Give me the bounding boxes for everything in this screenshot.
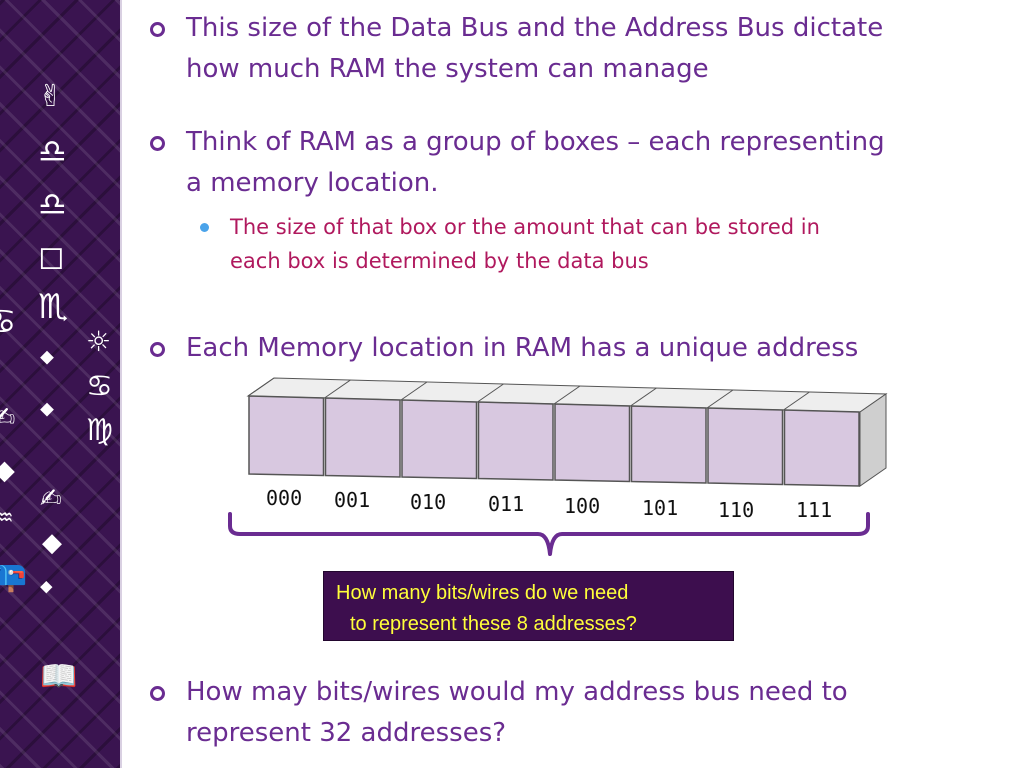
address-label: 001 bbox=[334, 488, 371, 512]
bullet-32-addresses: How may bits/wires would my address bus … bbox=[150, 672, 1010, 754]
question-line: to represent these 8 addresses? bbox=[350, 613, 637, 635]
writing-hand-icon: ✍ bbox=[40, 484, 62, 514]
memory-cell bbox=[477, 401, 554, 481]
memory-top-divider bbox=[630, 387, 657, 407]
memory-cell bbox=[401, 399, 478, 480]
cancer-icon: ♋ bbox=[0, 302, 17, 342]
memory-top-divider bbox=[324, 379, 351, 399]
bullet-line: represent 32 addresses? bbox=[186, 718, 507, 748]
sub-bullet-line: The size of that box or the amount that … bbox=[230, 215, 820, 239]
memory-top-divider bbox=[477, 383, 504, 403]
bullet-ram-boxes: Think of RAM as a group of boxes – each … bbox=[150, 122, 1010, 204]
square-icon: ◻ bbox=[38, 237, 65, 275]
sun-icon: ☼ bbox=[86, 325, 112, 358]
address-label: 010 bbox=[410, 490, 447, 514]
ring-bullet-icon bbox=[150, 342, 165, 357]
writing-hand-icon: ✍ bbox=[0, 401, 16, 434]
bullet-line: Each Memory location in RAM has a unique… bbox=[186, 333, 859, 363]
sub-bullet-box-size: The size of that box or the amount that … bbox=[200, 210, 980, 280]
memory-side-face bbox=[859, 393, 887, 487]
ring-bullet-icon bbox=[150, 22, 165, 37]
address-label: 110 bbox=[718, 498, 755, 522]
memory-cell bbox=[324, 397, 401, 478]
question-callout: How many bits/wires do we need to repres… bbox=[323, 571, 734, 641]
brace-path bbox=[228, 512, 870, 556]
address-label: 101 bbox=[642, 496, 679, 520]
bullet-unique-address: Each Memory location in RAM has a unique… bbox=[150, 328, 1010, 369]
cancer-icon: ♋ bbox=[86, 369, 113, 404]
diamond-small-icon: ⬥ bbox=[40, 576, 53, 597]
mailbox-icon: 📪 bbox=[0, 559, 28, 594]
address-labels: 000 001 010 011 100 101 110 111 bbox=[250, 482, 870, 522]
decorative-sidebar: ✌ ♎ ♎ ◻ ♏ ♋ ☼ ♋ ♍ ⬥ ⬥ ✍ ⬥ ✍ ◆ ♒ ⬥ 📪 📖 bbox=[0, 0, 120, 768]
address-label: 011 bbox=[488, 492, 525, 516]
address-label: 100 bbox=[564, 494, 601, 518]
diamond-icon: ◆ bbox=[42, 528, 62, 558]
memory-boxes-diagram bbox=[246, 377, 888, 487]
bullet-line: how much RAM the system can manage bbox=[186, 54, 709, 84]
aquarius-icon: ♒ bbox=[0, 506, 14, 531]
memory-cell bbox=[707, 407, 784, 486]
bullet-line: Think of RAM as a group of boxes – each … bbox=[186, 127, 885, 157]
memory-top-divider bbox=[706, 389, 734, 409]
memory-top-divider bbox=[783, 391, 810, 411]
victory-hand-icon: ✌ bbox=[38, 79, 64, 114]
question-line: How many bits/wires do we need bbox=[336, 582, 629, 604]
diamond-small-icon: ⬥ bbox=[40, 396, 54, 420]
ring-bullet-icon bbox=[150, 136, 165, 151]
memory-top-divider bbox=[400, 381, 428, 401]
book-icon: 📖 bbox=[40, 659, 78, 694]
diamond-icon: ⬥ bbox=[0, 453, 15, 488]
sub-bullet-line: each box is determined by the data bus bbox=[230, 249, 649, 273]
diamond-small-icon: ⬥ bbox=[40, 344, 54, 368]
address-label: 111 bbox=[796, 498, 833, 522]
memory-cell bbox=[783, 409, 860, 487]
libra-icon: ♎ bbox=[38, 185, 67, 223]
memory-top-divider bbox=[247, 377, 275, 397]
brace-icon bbox=[228, 512, 870, 556]
address-label: 000 bbox=[266, 486, 303, 510]
sidebar-divider bbox=[120, 0, 122, 768]
memory-cell bbox=[554, 403, 631, 483]
memory-cell bbox=[248, 395, 325, 477]
memory-cell bbox=[630, 405, 707, 484]
libra-icon: ♎ bbox=[38, 132, 67, 170]
bullet-line: a memory location. bbox=[186, 168, 439, 198]
bullet-line: How may bits/wires would my address bus … bbox=[186, 677, 848, 707]
ring-bullet-icon bbox=[150, 686, 165, 701]
bullet-line: This size of the Data Bus and the Addres… bbox=[186, 13, 884, 43]
dot-bullet-icon bbox=[200, 223, 209, 232]
scorpio-icon: ♏ bbox=[38, 287, 69, 327]
bullet-data-bus: This size of the Data Bus and the Addres… bbox=[150, 8, 1010, 90]
virgo-icon: ♍ bbox=[86, 413, 113, 448]
memory-top-divider bbox=[553, 385, 581, 405]
